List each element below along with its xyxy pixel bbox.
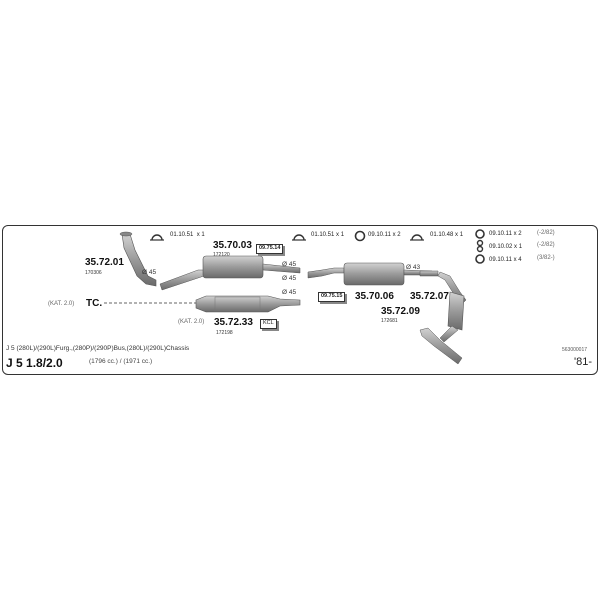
part-ref-172681: 172681	[381, 318, 398, 324]
accessory-box-09-75-15: 09.75.15	[318, 292, 346, 302]
part-number-35-70-03: 35.70.03	[213, 240, 252, 251]
kat-label-converter: (KAT. 2.0)	[178, 319, 205, 325]
date-note: (-2/82)	[537, 230, 555, 236]
date-note: (3/82-)	[537, 255, 555, 261]
engine-cc: (1796 cc.) / (1971 cc.)	[89, 358, 153, 365]
accessory-qty: x 1	[336, 232, 345, 238]
tail-end	[419, 327, 463, 365]
accessory-qty: x 1	[196, 232, 205, 238]
part-ref-170306: 170306	[85, 270, 102, 276]
tail-muffler	[447, 291, 465, 331]
part-number-35-70-06: 35.70.06	[355, 291, 394, 302]
right-accessory-item: 09.10.02 x 1	[489, 244, 522, 250]
accessory-code: 09.10.11	[368, 232, 391, 238]
rubber-ring-icon	[475, 229, 485, 239]
part-ref-172120: 172120	[213, 252, 230, 258]
clamp-icon	[410, 234, 424, 241]
front-pipe	[121, 233, 157, 287]
pipe-out-center-muffler	[262, 263, 301, 274]
part-ref-172198: 172198	[216, 330, 233, 336]
accessory-box-kcl: KCL	[260, 319, 277, 329]
catalog-code: 563000017	[562, 347, 588, 353]
right-accessory-item: 09.10.11 x 4	[489, 257, 522, 263]
accessory-code: 01.10.48	[430, 232, 454, 238]
accessory-qty: x 1	[455, 232, 464, 238]
part-number-35-72-01: 35.72.01	[85, 257, 124, 268]
accessory-item: 01.10.51 x 1	[311, 232, 344, 238]
diameter-label: Ø 45	[282, 275, 297, 282]
accessory-item: 09.10.11 x 2	[368, 232, 401, 238]
accessory-box-09-75-14: 09.75.14	[256, 244, 284, 254]
part-number-35-72-09: 35.72.09	[381, 306, 420, 317]
accessory-qty: x 4	[513, 257, 522, 263]
diameter-label: Ø 45	[282, 289, 297, 296]
accessory-code: 09.10.11	[489, 231, 512, 237]
diameter-label: Ø 45	[282, 261, 297, 268]
short-pipe	[419, 270, 439, 277]
clamp-icon	[150, 234, 164, 241]
model-year: '81-	[574, 356, 592, 368]
rear-muffler	[343, 262, 405, 286]
kat-label-tc: (KAT. 2.0)	[48, 301, 75, 307]
accessory-code: 01.10.51	[170, 232, 194, 238]
center-muffler	[202, 255, 264, 279]
pipe-to-center-muffler	[159, 269, 205, 291]
accessory-code: 09.10.11	[489, 257, 512, 263]
diameter-label: Ø 43	[406, 264, 421, 271]
vehicle-model: J 5 1.8/2.0	[6, 356, 63, 370]
date-note: (-2/82)	[537, 242, 555, 248]
accessory-qty: x 2	[392, 232, 401, 238]
rubber-ring-icon	[475, 254, 485, 264]
catalytic-converter	[195, 295, 301, 313]
diameter-label: Ø 45	[142, 269, 157, 276]
rubber-ring-icon	[354, 230, 366, 242]
right-accessory-item: 09.10.11 x 2	[489, 231, 522, 237]
accessory-item: 01.10.48 x 1	[430, 232, 463, 238]
part-number-35-72-07: 35.72.07	[410, 291, 449, 302]
accessory-qty: x 2	[513, 231, 522, 237]
accessory-qty: x 1	[514, 244, 523, 250]
connector-pipe	[307, 267, 345, 279]
accessory-code: 01.10.51	[311, 232, 335, 238]
part-number-35-72-33: 35.72.33	[214, 317, 253, 328]
hanger-icon	[476, 239, 484, 253]
vehicle-variants: J 5 (280L)/(290L)Furg.,(280P)/(290P)Bus,…	[6, 345, 190, 352]
accessory-item: 01.10.51 x 1	[170, 232, 205, 238]
clamp-icon	[292, 234, 306, 241]
tc-label: TC.	[86, 298, 103, 309]
accessory-code: 09.10.02	[489, 244, 513, 250]
